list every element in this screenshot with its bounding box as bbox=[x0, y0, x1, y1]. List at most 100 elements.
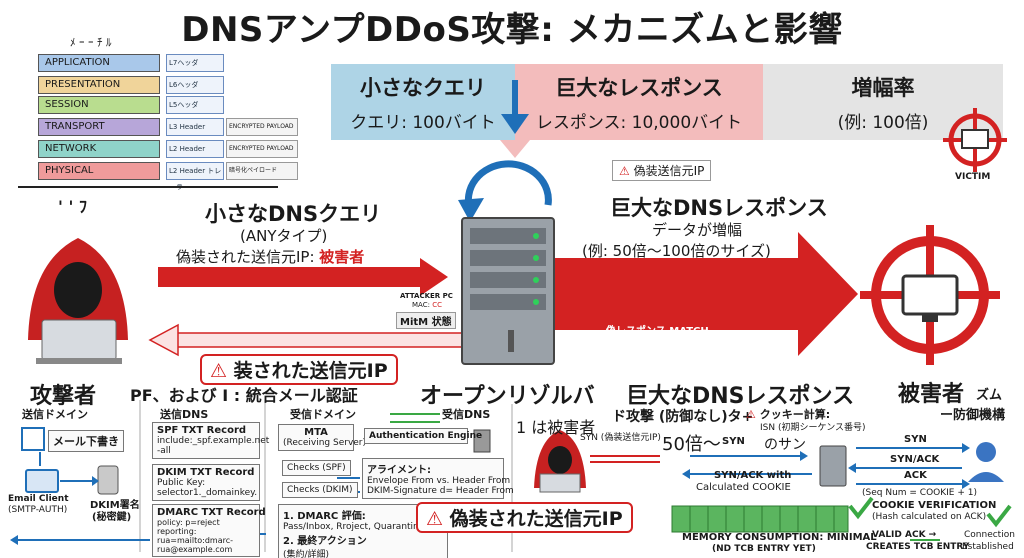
defense-title: ー防御機構 bbox=[940, 408, 1006, 423]
hs-syn: SYN bbox=[904, 434, 927, 445]
small-query-head: 小さなクエリ bbox=[360, 76, 486, 100]
server-bay-2 bbox=[470, 250, 546, 266]
user-icon bbox=[976, 442, 996, 462]
auth-engine-box: Authentication Engine bbox=[364, 428, 482, 444]
spoof-warning-mid: ⚠ 装された送信元IP bbox=[200, 354, 398, 385]
attacker-title: 攻撃者 bbox=[30, 384, 97, 409]
huge-dns-response-head: 巨大なDNSレスポンス bbox=[610, 196, 828, 220]
email-auth-title: PF、および I : 統合メール認証 bbox=[130, 386, 358, 405]
spoofed-ip-badge: ⚠ 偽装送信元IP bbox=[612, 160, 712, 181]
cookie-verify-sub: (Hash calculated on ACK) bbox=[872, 512, 987, 522]
cookie-verify: COOKIE VERIFICATION bbox=[872, 500, 997, 511]
huge-response-bg bbox=[515, 64, 763, 140]
victim-title: 被害者 bbox=[898, 382, 965, 407]
return-arrowhead bbox=[148, 323, 179, 357]
amplify-size: (例: 50倍〜100倍のサイズ) bbox=[582, 242, 771, 260]
amplified-arrow bbox=[552, 258, 802, 330]
victim-title-suffix: ズム bbox=[976, 388, 1003, 403]
server-bay-3 bbox=[470, 272, 546, 288]
receiver-dns-label: 受信DNS bbox=[442, 408, 491, 421]
osi-layer-header: L2 Header bbox=[166, 140, 224, 158]
victim-small-label: VICTIM bbox=[955, 172, 991, 182]
osi-layer-header: L6ヘッダ bbox=[166, 76, 224, 94]
reflect-arrow-icon bbox=[464, 160, 552, 212]
amplification-bg bbox=[763, 64, 1003, 140]
established-check-icon bbox=[986, 504, 1012, 528]
valid-ack: VALID ACK → bbox=[872, 530, 937, 540]
server-bay-4 bbox=[470, 294, 546, 310]
isn-label: ISN (初期シーケンス番号) bbox=[760, 423, 866, 433]
osi-layer-label: PHYSICAL bbox=[38, 162, 160, 180]
small-query-sub: クエリ: 100バイト bbox=[350, 113, 496, 133]
small-query-bg bbox=[331, 64, 515, 140]
osi-layer-label: SESSION bbox=[38, 96, 160, 114]
banner-notch bbox=[500, 140, 530, 158]
memory-sub-label: (ND TCB ENTRY YET) bbox=[712, 544, 816, 554]
cookie-check-icon bbox=[848, 496, 874, 520]
osi-layer-label: PRESENTATION bbox=[38, 76, 160, 94]
osi-layer-label: TRANSPORT bbox=[38, 118, 160, 136]
fake-response-label: 偽レスポンス MATCH bbox=[606, 326, 709, 337]
return-arrow bbox=[174, 332, 468, 348]
memory-bar bbox=[671, 505, 849, 533]
data-amplified: データが増幅 bbox=[652, 221, 743, 239]
warning-icon: ⚠ bbox=[210, 360, 228, 382]
amplified-arrowhead bbox=[798, 232, 858, 356]
osi-fragment: ' ' ﾌ bbox=[58, 197, 87, 216]
warning-icon: ⚠ bbox=[619, 164, 630, 178]
osi-row: PRESENTATION L6ヘッダ bbox=[38, 76, 278, 94]
compose-icon bbox=[21, 427, 45, 451]
huge-response-head: 巨大なレスポンス bbox=[555, 76, 723, 100]
compose-draft: メール下書き bbox=[48, 430, 124, 452]
amplification-head: 増幅率 bbox=[851, 76, 915, 100]
synack-cookie-label-2: Calculated COOKIE bbox=[696, 482, 791, 493]
dkim-server-icon bbox=[97, 465, 119, 495]
attacker-pc-label: ATTACKER PC bbox=[400, 292, 453, 300]
osi-layer-header: L5ヘッダ bbox=[166, 96, 224, 114]
sender-domain-label: 送信ドメイン bbox=[22, 408, 88, 421]
small-dns-query-head: 小さなDNSクエリ bbox=[205, 202, 382, 226]
server-bay-1 bbox=[470, 228, 546, 244]
syn-label: SYN bbox=[722, 436, 745, 447]
san-label: のサン bbox=[764, 437, 806, 453]
cookie-calc-label: ⚠ クッキー計算: bbox=[746, 408, 831, 421]
hs-seq: (Seq Num = COOKIE + 1) bbox=[862, 488, 977, 498]
receiver-dns-icon bbox=[473, 429, 491, 453]
osi-layer-label: NETWORK bbox=[38, 140, 160, 158]
warning-icon: ⚠ bbox=[426, 508, 444, 530]
spoofed-source-line: 偽装された送信元IP: 被害者 bbox=[176, 248, 365, 266]
syn-spoof-label: SYN (偽装送信元IP) bbox=[580, 433, 661, 443]
sender-dns-label: 送信DNS bbox=[160, 408, 209, 421]
osi-layer-payload: 暗号化ペイロード bbox=[226, 162, 298, 180]
small-dns-query-type: (ANYタイプ) bbox=[240, 227, 328, 245]
memory-label: MEMORY CONSUMPTION: MINIMAL bbox=[682, 532, 877, 543]
creates-tcb: CREATES TCB ENTRY bbox=[866, 542, 970, 552]
victim-is-label: 1 は被害者 bbox=[516, 418, 596, 437]
email-client-sub: (SMTP-AUTH) bbox=[8, 505, 68, 515]
page-title: DNSアンプDDoS攻撃: メカニズムと影響 bbox=[181, 10, 843, 50]
amplification-panel: 増幅率 (例: 100倍) bbox=[763, 64, 1003, 140]
small-query-panel: 小さなクエリ クエリ: 100バイト bbox=[331, 64, 515, 140]
victim-highlight: 被害者 bbox=[319, 248, 365, 266]
mta-box: MTA(Receiving Server) bbox=[278, 424, 366, 451]
spoof-warning-bottom: ⚠ 偽装された送信元IP bbox=[416, 502, 633, 533]
hs-synack: SYN/ACK bbox=[890, 454, 940, 465]
syn-server-icon bbox=[819, 445, 847, 487]
amplification-sub: (例: 100倍) bbox=[837, 113, 929, 133]
mac-label: MAC: CC bbox=[412, 301, 442, 309]
osi-layer-label: APPLICATION bbox=[38, 54, 160, 72]
attacker-laptop-icon bbox=[41, 319, 117, 361]
query-arrowhead bbox=[420, 258, 448, 296]
osi-layer-payload: ENCRYPTED PAYLOAD bbox=[226, 140, 298, 158]
dkim-sign-label: DKIM署名 bbox=[90, 500, 140, 511]
osi-heading: ﾒ ｰ ｰ ﾁ ﾙ bbox=[70, 36, 112, 49]
